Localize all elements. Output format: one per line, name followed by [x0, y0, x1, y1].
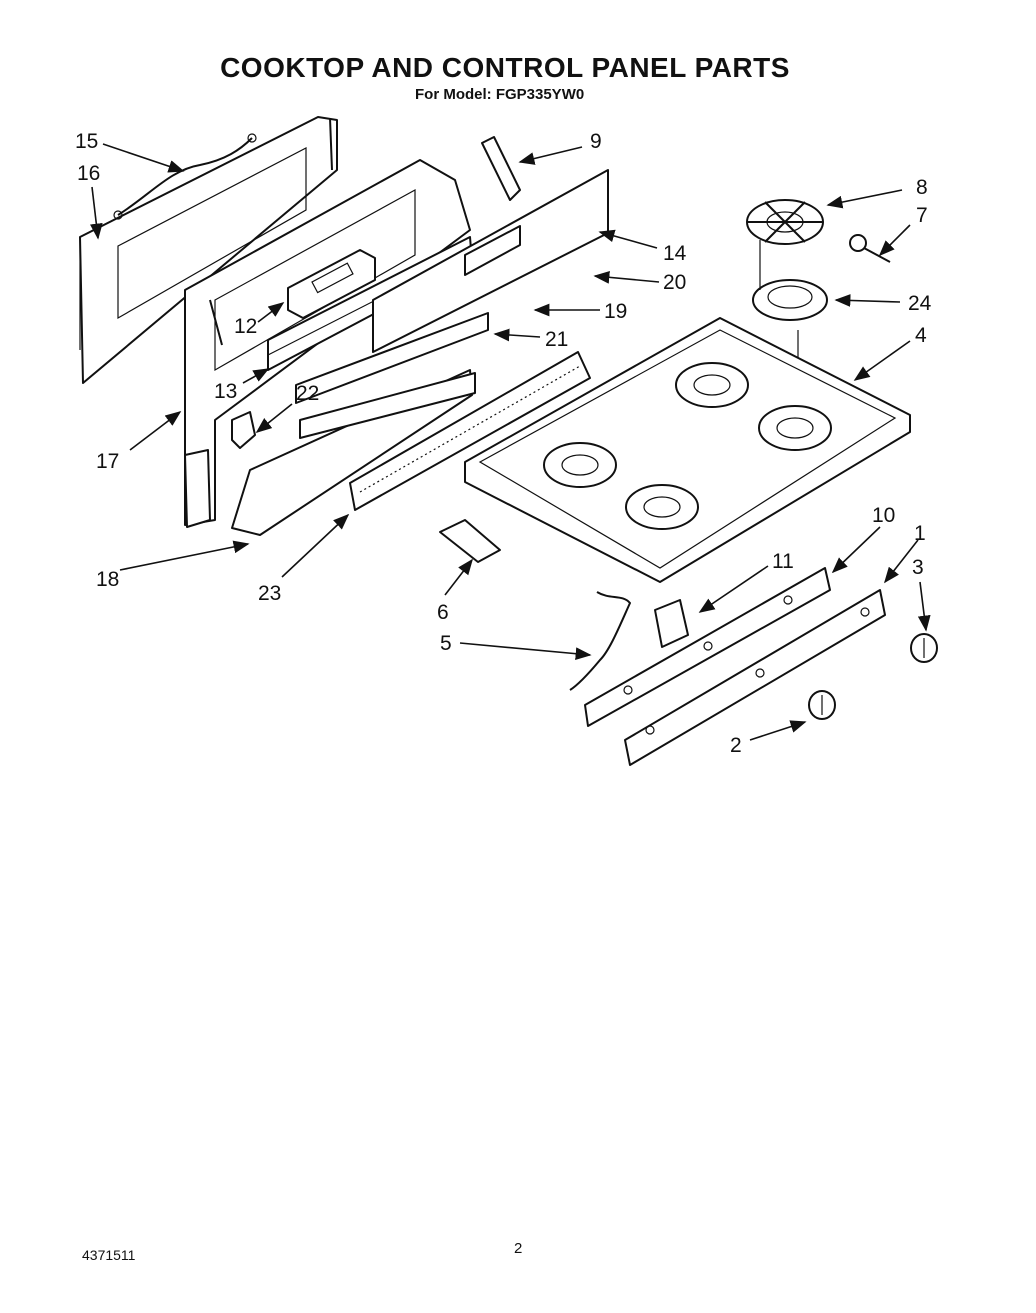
callout-6: 6 — [437, 601, 449, 624]
callout-7: 7 — [916, 204, 928, 227]
callout-11: 11 — [772, 550, 794, 573]
callout-9: 9 — [590, 130, 602, 153]
trim-bracket — [295, 312, 489, 404]
callout-1: 1 — [914, 522, 926, 545]
callout-12: 12 — [234, 315, 257, 338]
model-subtitle: For Model: FGP335YW0 — [415, 86, 585, 103]
callout-23: 23 — [258, 582, 281, 605]
ignition-wire — [569, 591, 631, 691]
manifold-panel — [231, 369, 476, 536]
ignition-switch — [654, 599, 689, 648]
callout-5: 5 — [440, 632, 452, 655]
page-number: 2 — [514, 1240, 523, 1257]
cooktop — [464, 317, 911, 583]
burner-grate — [746, 199, 824, 245]
hinge-bracket — [439, 519, 501, 563]
control-knob-2 — [808, 690, 836, 720]
callout-4: 4 — [915, 324, 927, 347]
window-glass-panel — [79, 116, 338, 384]
vent-grille — [349, 351, 591, 511]
callout-3: 3 — [912, 556, 924, 579]
gas-manifold — [624, 589, 886, 766]
callout-2: 2 — [730, 734, 742, 757]
control-knob-3 — [910, 633, 938, 663]
callout-10: 10 — [872, 504, 895, 527]
igniter — [849, 234, 891, 263]
callout-21: 21 — [545, 328, 568, 351]
callout-24: 24 — [908, 292, 932, 315]
callout-16: 16 — [77, 162, 100, 185]
callout-17: 17 — [96, 450, 119, 473]
clock-module — [287, 249, 376, 319]
page-title: COOKTOP AND CONTROL PANEL PARTS — [220, 52, 790, 83]
callout-19: 19 — [604, 300, 627, 323]
callout-13: 13 — [214, 380, 237, 403]
callout-14: 14 — [663, 242, 687, 265]
document-code: 4371511 — [82, 1247, 136, 1263]
callout-8: 8 — [916, 176, 928, 199]
callout-15: 15 — [75, 130, 98, 153]
trim-piece — [481, 136, 521, 201]
control-trim-strip — [584, 567, 831, 727]
callout-20: 20 — [663, 271, 686, 294]
mounting-clip — [231, 411, 256, 449]
callout-22: 22 — [296, 382, 319, 405]
wire-harness — [117, 137, 253, 216]
callout-18: 18 — [96, 568, 119, 591]
